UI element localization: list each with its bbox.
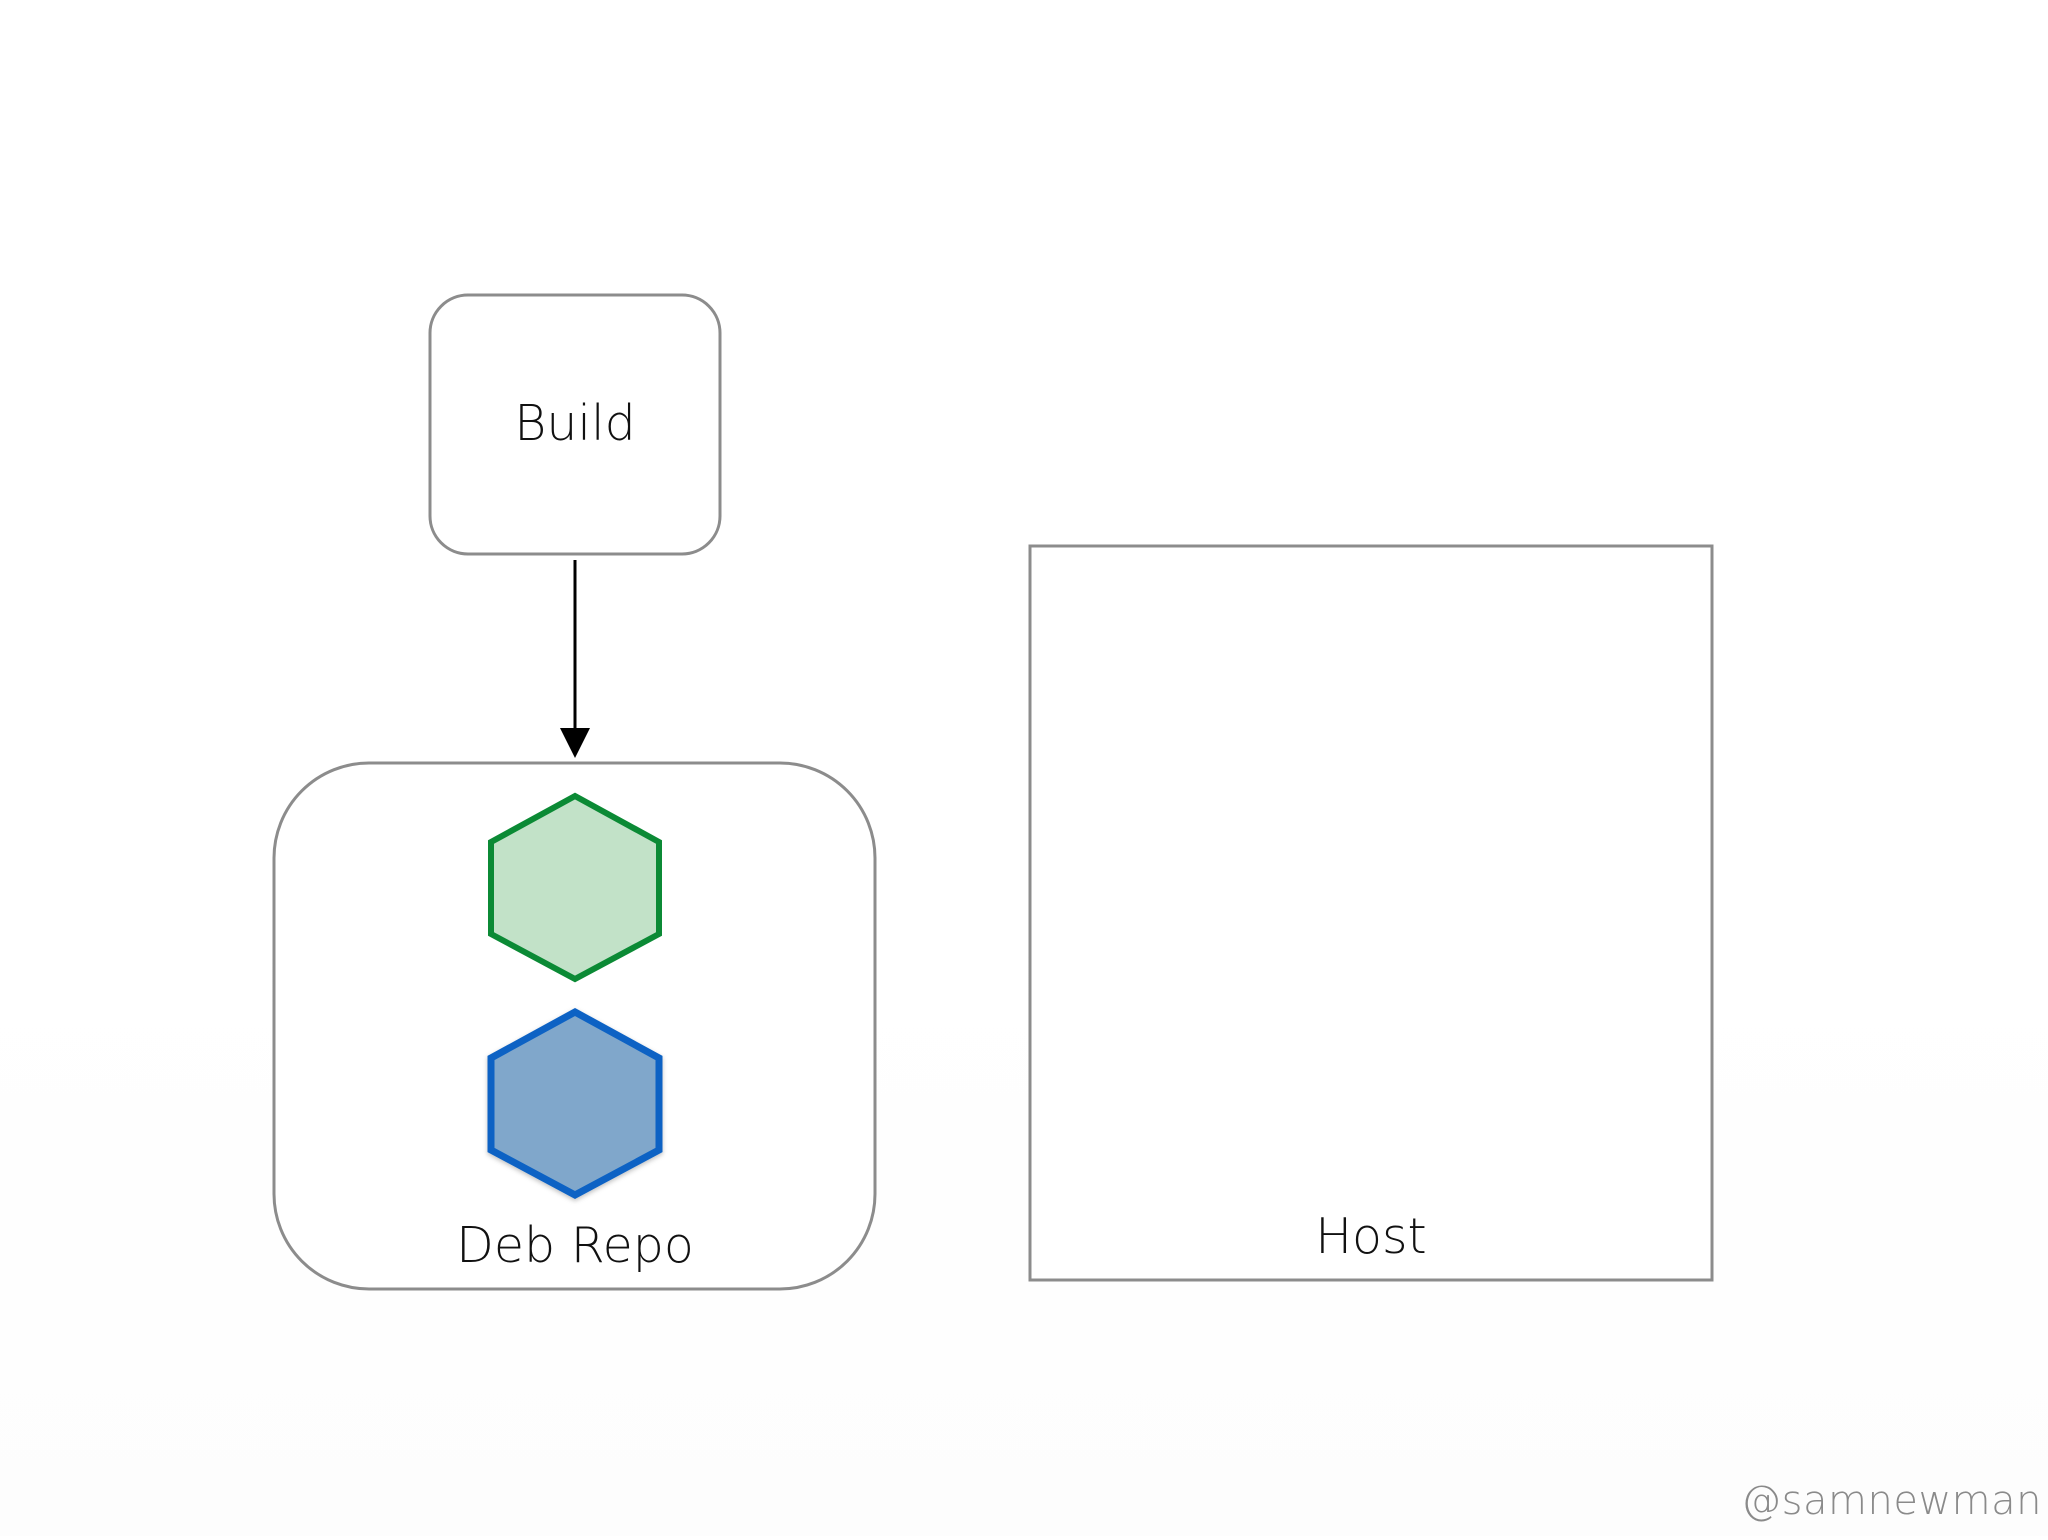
build-label: Build	[514, 395, 635, 452]
author-handle: @samnewman	[1741, 1478, 2042, 1524]
blue-package-hexagon-icon	[487, 1008, 663, 1199]
host-label: Host	[1315, 1208, 1427, 1265]
host-box	[1028, 544, 1714, 1282]
deb-repo-label: Deb Repo	[456, 1217, 694, 1274]
host-node: Host	[1028, 544, 1714, 1282]
build-box	[428, 293, 722, 556]
deb-repo-node: Deb Repo	[272, 761, 877, 1291]
build-node: Build	[428, 293, 722, 556]
green-package-hexagon-icon	[488, 792, 662, 983]
